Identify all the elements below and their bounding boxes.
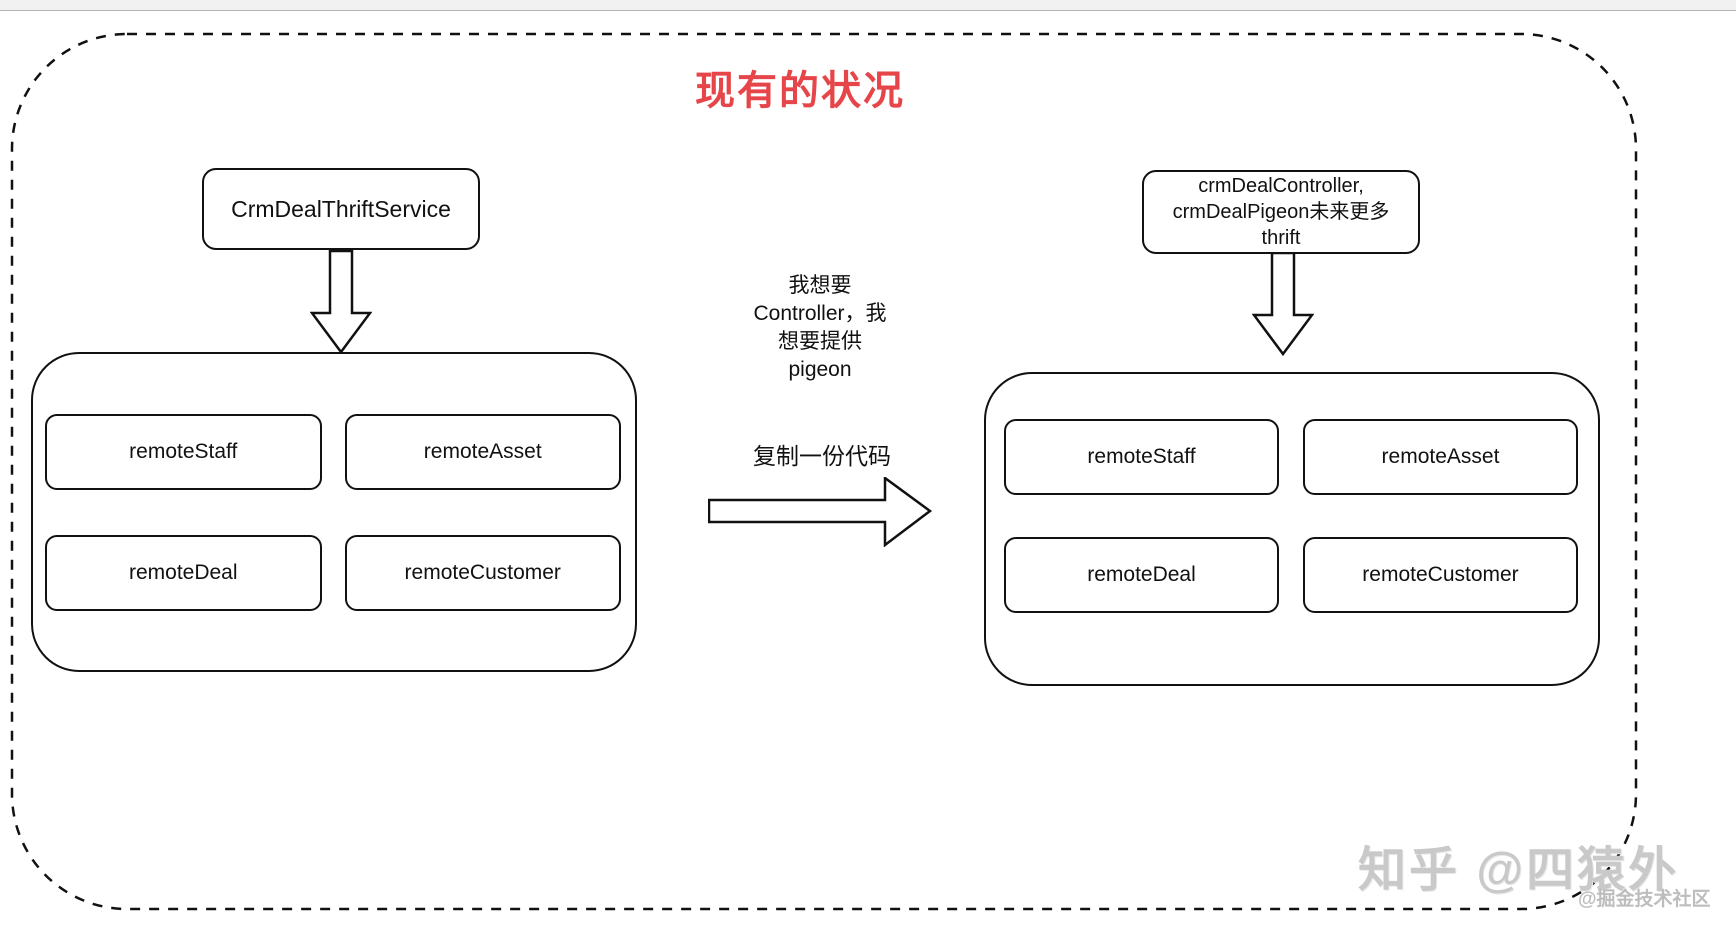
page-title: 现有的状况 — [695, 69, 905, 113]
arrow-down-right-icon — [1252, 252, 1314, 356]
copy-code-label: 复制一份代码 — [753, 443, 891, 469]
node-remote-asset: remoteAsset — [344, 414, 621, 490]
node-remote-deal: remoteDeal — [45, 535, 322, 611]
node-remote-staff: remoteStaff — [45, 414, 322, 490]
left-service-container: remoteStaff remoteAsset remoteDeal remot… — [31, 352, 637, 672]
arrow-down-left-icon — [310, 250, 372, 354]
watermark-juejin: @掘金技术社区 — [1578, 889, 1711, 910]
right-service-container: remoteStaff remoteAsset remoteDeal remot… — [984, 372, 1600, 686]
node-remote-customer: remoteCustomer — [344, 535, 621, 611]
node-crm-deal-thrift-service: CrmDealThriftService — [202, 168, 480, 250]
watermark-zhihu: 知乎 @四猿外 — [1358, 844, 1680, 897]
node-remote-staff: remoteStaff — [1004, 419, 1279, 495]
node-crm-deal-controller: crmDealController, crmDealPigeon未来更多 thr… — [1142, 170, 1420, 254]
arrow-right-copy-icon — [708, 477, 933, 547]
node-remote-customer: remoteCustomer — [1303, 537, 1578, 613]
node-remote-deal: remoteDeal — [1004, 537, 1279, 613]
middle-note-text: 我想要 Controller，我 想要提供 pigeon — [753, 274, 887, 381]
node-remote-asset: remoteAsset — [1303, 419, 1578, 495]
browser-chrome-strip — [0, 0, 1736, 11]
